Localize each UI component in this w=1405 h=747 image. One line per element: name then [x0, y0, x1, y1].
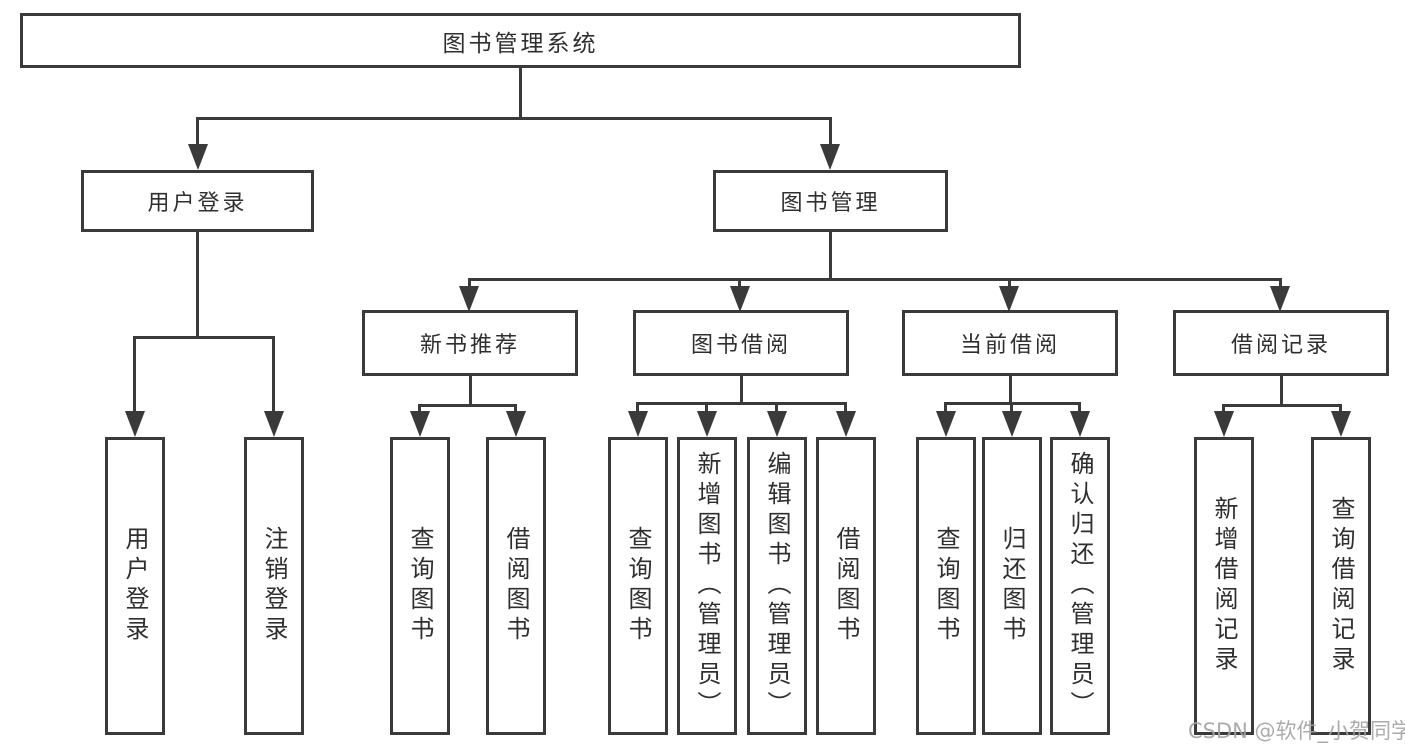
node-label: 确认归还（管理员）	[1066, 451, 1094, 721]
node-confirm-return-admin: 确认归还（管理员）	[1050, 437, 1110, 735]
node-new-book-recommendation: 新书推荐	[362, 310, 578, 376]
arrow-down-icon	[506, 411, 526, 437]
node-borrow-books-borrowing: 借阅图书	[816, 437, 876, 735]
connector-line	[468, 278, 471, 289]
connector-line	[1008, 278, 1011, 289]
connector-line	[1279, 278, 1282, 289]
arrow-down-icon	[697, 411, 717, 437]
arrow-down-icon	[999, 286, 1019, 312]
connector-line	[1009, 375, 1012, 404]
connector-line	[133, 336, 136, 414]
node-label: 新增图书（管理员）	[693, 451, 721, 721]
connector-line	[1010, 402, 1013, 413]
connector-line	[196, 117, 199, 147]
node-label: 图书管理系统	[442, 30, 599, 57]
connector-line	[829, 232, 832, 280]
connector-line	[636, 402, 639, 413]
node-query-books-current: 查询图书	[916, 437, 976, 735]
node-label: 当前借阅	[959, 333, 1060, 358]
node-label: 新增借阅记录	[1210, 496, 1238, 676]
node-query-borrow-record: 查询借阅记录	[1311, 437, 1371, 735]
node-label: 查询图书	[406, 526, 434, 646]
connector-line	[196, 232, 199, 338]
connector-line	[196, 117, 832, 120]
arrow-down-icon	[125, 411, 145, 437]
connector-line	[775, 402, 778, 413]
connector-line	[468, 278, 1282, 281]
arrow-down-icon	[936, 411, 956, 437]
arrow-down-icon	[820, 144, 840, 170]
node-label: 图书管理	[780, 191, 881, 216]
connector-line	[1222, 404, 1225, 413]
node-label: 查询图书	[932, 526, 960, 646]
connector-line	[514, 404, 517, 413]
connector-line	[272, 336, 275, 414]
node-label: 借阅记录	[1230, 333, 1331, 358]
node-label: 用户登录	[147, 191, 248, 216]
node-borrow-books-recommend: 借阅图书	[486, 437, 546, 735]
node-book-management: 图书管理	[713, 170, 948, 232]
arrow-down-icon	[459, 286, 479, 312]
arrow-down-icon	[1002, 411, 1022, 437]
arrow-down-icon	[1214, 411, 1234, 437]
connector-line	[418, 404, 517, 407]
node-label: 查询图书	[624, 526, 652, 646]
connector-line	[944, 402, 947, 413]
arrow-down-icon	[410, 411, 430, 437]
node-query-books-borrowing: 查询图书	[608, 437, 668, 735]
node-label: 借阅图书	[832, 526, 860, 646]
connector-line	[844, 402, 847, 413]
connector-line	[1280, 375, 1283, 406]
node-book-borrowing: 图书借阅	[633, 310, 849, 376]
node-query-books-recommend: 查询图书	[390, 437, 450, 735]
arrow-down-icon	[730, 286, 750, 312]
watermark: CSDN @软件_小贺同学	[1188, 719, 1405, 743]
node-label: 图书借阅	[690, 333, 791, 358]
connector-line	[705, 402, 708, 413]
connector-line	[636, 402, 847, 405]
node-label: 归还图书	[998, 526, 1026, 646]
arrow-down-icon	[188, 144, 208, 170]
node-label: 查询借阅记录	[1327, 496, 1355, 676]
connector-line	[418, 404, 421, 413]
connector-line	[740, 375, 743, 404]
connector-line	[519, 66, 522, 119]
connector-line	[1222, 404, 1342, 407]
node-add-book-admin: 新增图书（管理员）	[677, 437, 737, 735]
connector-line	[1078, 402, 1081, 413]
node-label: 新书推荐	[419, 333, 520, 358]
node-borrowing-records: 借阅记录	[1173, 310, 1389, 376]
node-label: 编辑图书（管理员）	[763, 451, 791, 721]
connector-line	[738, 278, 741, 289]
node-edit-book-admin: 编辑图书（管理员）	[747, 437, 807, 735]
node-label: 注销登录	[260, 526, 288, 646]
arrow-down-icon	[264, 411, 284, 437]
node-return-books: 归还图书	[982, 437, 1042, 735]
node-logout: 注销登录	[244, 437, 304, 735]
node-add-borrow-record: 新增借阅记录	[1194, 437, 1254, 735]
node-current-borrowing: 当前借阅	[902, 310, 1118, 376]
node-label: 用户登录	[121, 526, 149, 646]
arrow-down-icon	[767, 411, 787, 437]
node-label: 借阅图书	[502, 526, 530, 646]
node-user-login-leaf: 用户登录	[105, 437, 165, 735]
arrow-down-icon	[1331, 411, 1351, 437]
arrow-down-icon	[1270, 286, 1290, 312]
connector-line	[829, 117, 832, 147]
connector-line	[1339, 404, 1342, 413]
arrow-down-icon	[628, 411, 648, 437]
connector-line	[133, 336, 275, 339]
arrow-down-icon	[1070, 411, 1090, 437]
connector-line	[469, 375, 472, 406]
arrow-down-icon	[836, 411, 856, 437]
node-library-management-system: 图书管理系统	[20, 13, 1021, 68]
node-user-login: 用户登录	[81, 170, 314, 232]
